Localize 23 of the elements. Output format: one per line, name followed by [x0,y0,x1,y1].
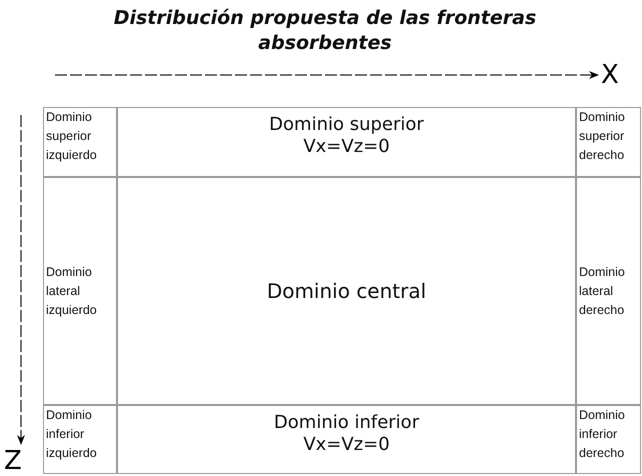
region-name: Dominio inferior derecho [579,407,626,462]
region-name: Dominio inferior [274,412,420,434]
region-name: Dominio central [266,279,426,303]
condition-text: Vx=Vz=0 [303,136,390,158]
title: Distribución propuesta de las fronteras absorbentes [112,6,538,56]
bottom-region [117,405,576,474]
region-name: Dominio superior derecho [579,109,626,164]
region-name: Dominio superior [269,114,424,136]
axis-label: X [601,62,619,88]
central-region [117,177,576,405]
corner-region [576,405,641,474]
region-name: Dominio lateral izquierdo [46,264,98,319]
corner-region [43,405,117,474]
region-name: Dominio lateral derecho [579,264,626,318]
side-region [576,177,641,405]
region-name: Dominio inferior izquierdo [46,407,98,462]
axis-label: Z [4,448,22,474]
top-region [117,107,576,177]
side-region [43,177,117,405]
corner-region [576,107,641,177]
corner-region [43,107,117,177]
region-name: Dominio superior izquierdo [46,109,98,164]
condition-text: Vx=Vz=0 [303,434,390,456]
